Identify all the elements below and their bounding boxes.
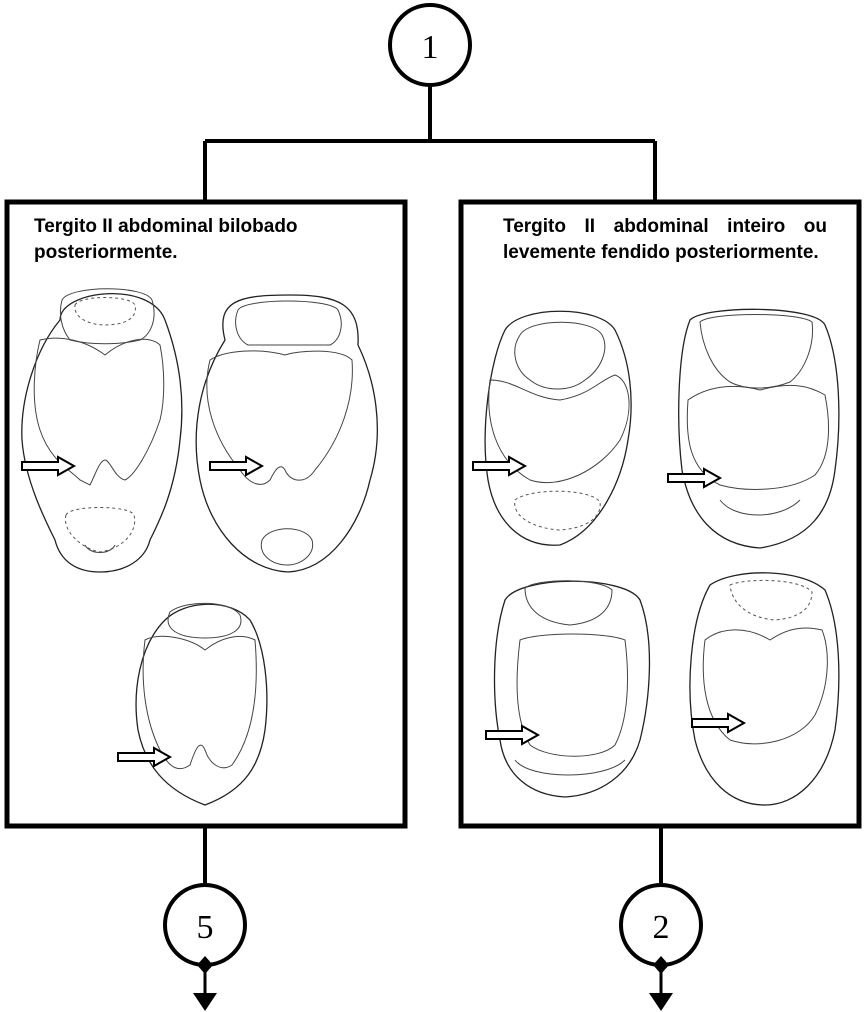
node-2-label: 2 (653, 909, 670, 946)
node-5-label: 5 (197, 909, 214, 946)
right-panel-caption: Tergito II abdominal inteiro ou levement… (503, 214, 827, 266)
result-connectors (205, 828, 661, 885)
node-5: 5 (165, 885, 245, 1011)
node-2-arrowhead (649, 993, 673, 1011)
node-1-label: 1 (422, 29, 439, 66)
left-panel-caption: Tergito II abdominal bilobado posteriorm… (34, 214, 384, 266)
node-5-arrowhead (193, 993, 217, 1011)
node-1: 1 (390, 5, 470, 85)
branch-connectors (205, 85, 655, 202)
node-2: 2 (621, 885, 701, 1011)
